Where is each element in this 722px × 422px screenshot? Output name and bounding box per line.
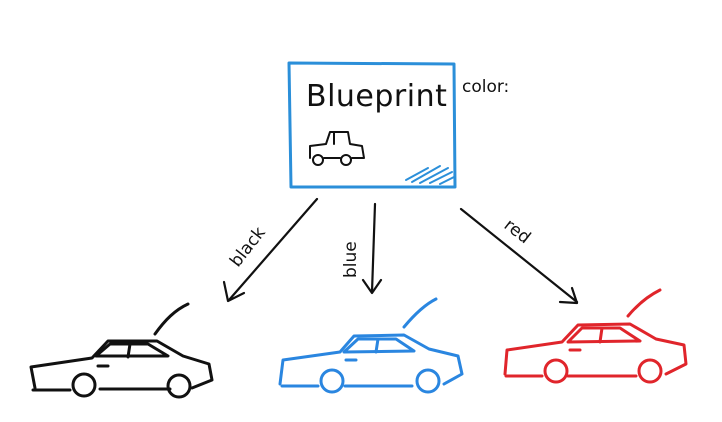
blueprint-hatch [405, 165, 455, 185]
car-black [29, 302, 214, 399]
arrow-label-black: black [226, 223, 270, 271]
arrow-black: black [222, 197, 319, 303]
color-label: color: [462, 77, 509, 97]
blueprint-car-sketch [309, 131, 365, 166]
arrow-blue: blue [341, 202, 383, 295]
car-blue [278, 297, 464, 394]
arrow-red: red [459, 207, 579, 305]
blueprint-title: Blueprint [306, 79, 447, 114]
arrow-label-blue: blue [341, 241, 361, 278]
blueprint-box: Blueprint [287, 61, 457, 189]
car-red [503, 288, 688, 384]
